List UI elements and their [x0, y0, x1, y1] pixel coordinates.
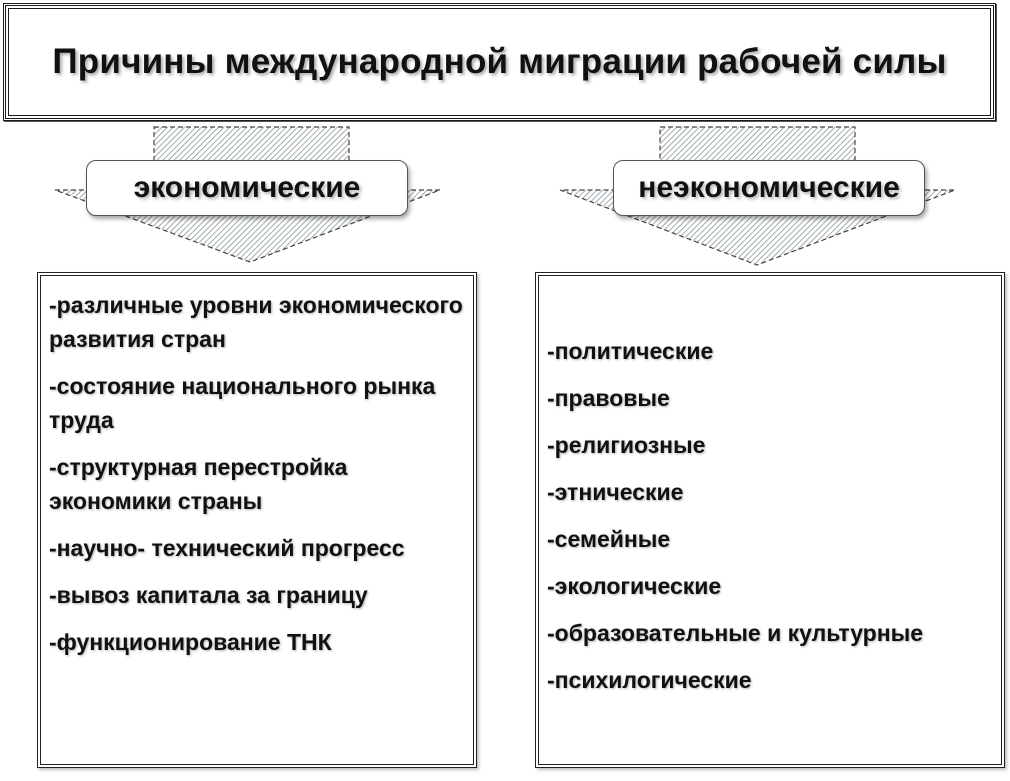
- economic-reasons-box: -различные уровни экономического развити…: [37, 272, 477, 768]
- category-noneconomic: неэкономические: [613, 160, 925, 216]
- list-item: -экологические: [547, 573, 722, 599]
- noneconomic-reasons-box: -политические -правовые -религиозные -эт…: [535, 272, 1005, 768]
- list-item: -различные уровни экономического развити…: [49, 292, 463, 352]
- title-box: Причины международной миграции рабочей с…: [3, 3, 996, 121]
- list-item: -правовые: [547, 385, 670, 411]
- list-item: -семейные: [547, 526, 671, 552]
- diagram-title: Причины международной миграции рабочей с…: [52, 42, 947, 81]
- list-item: -вывоз капитала за границу: [49, 582, 368, 608]
- list-item: -политические: [547, 338, 714, 364]
- list-item: -религиозные: [547, 432, 706, 458]
- list-item: -этнические: [547, 479, 684, 505]
- list-item: -функционирование ТНК: [49, 629, 332, 655]
- list-item: -психилогические: [547, 667, 752, 693]
- category-economic: экономические: [86, 160, 408, 216]
- list-item: -научно- технический прогресс: [49, 535, 405, 561]
- list-item: -структурная перестройка экономики стран…: [49, 454, 348, 514]
- list-item: -образовательные и культурные: [547, 620, 924, 646]
- list-item: -состояние национального рынка труда: [49, 373, 436, 433]
